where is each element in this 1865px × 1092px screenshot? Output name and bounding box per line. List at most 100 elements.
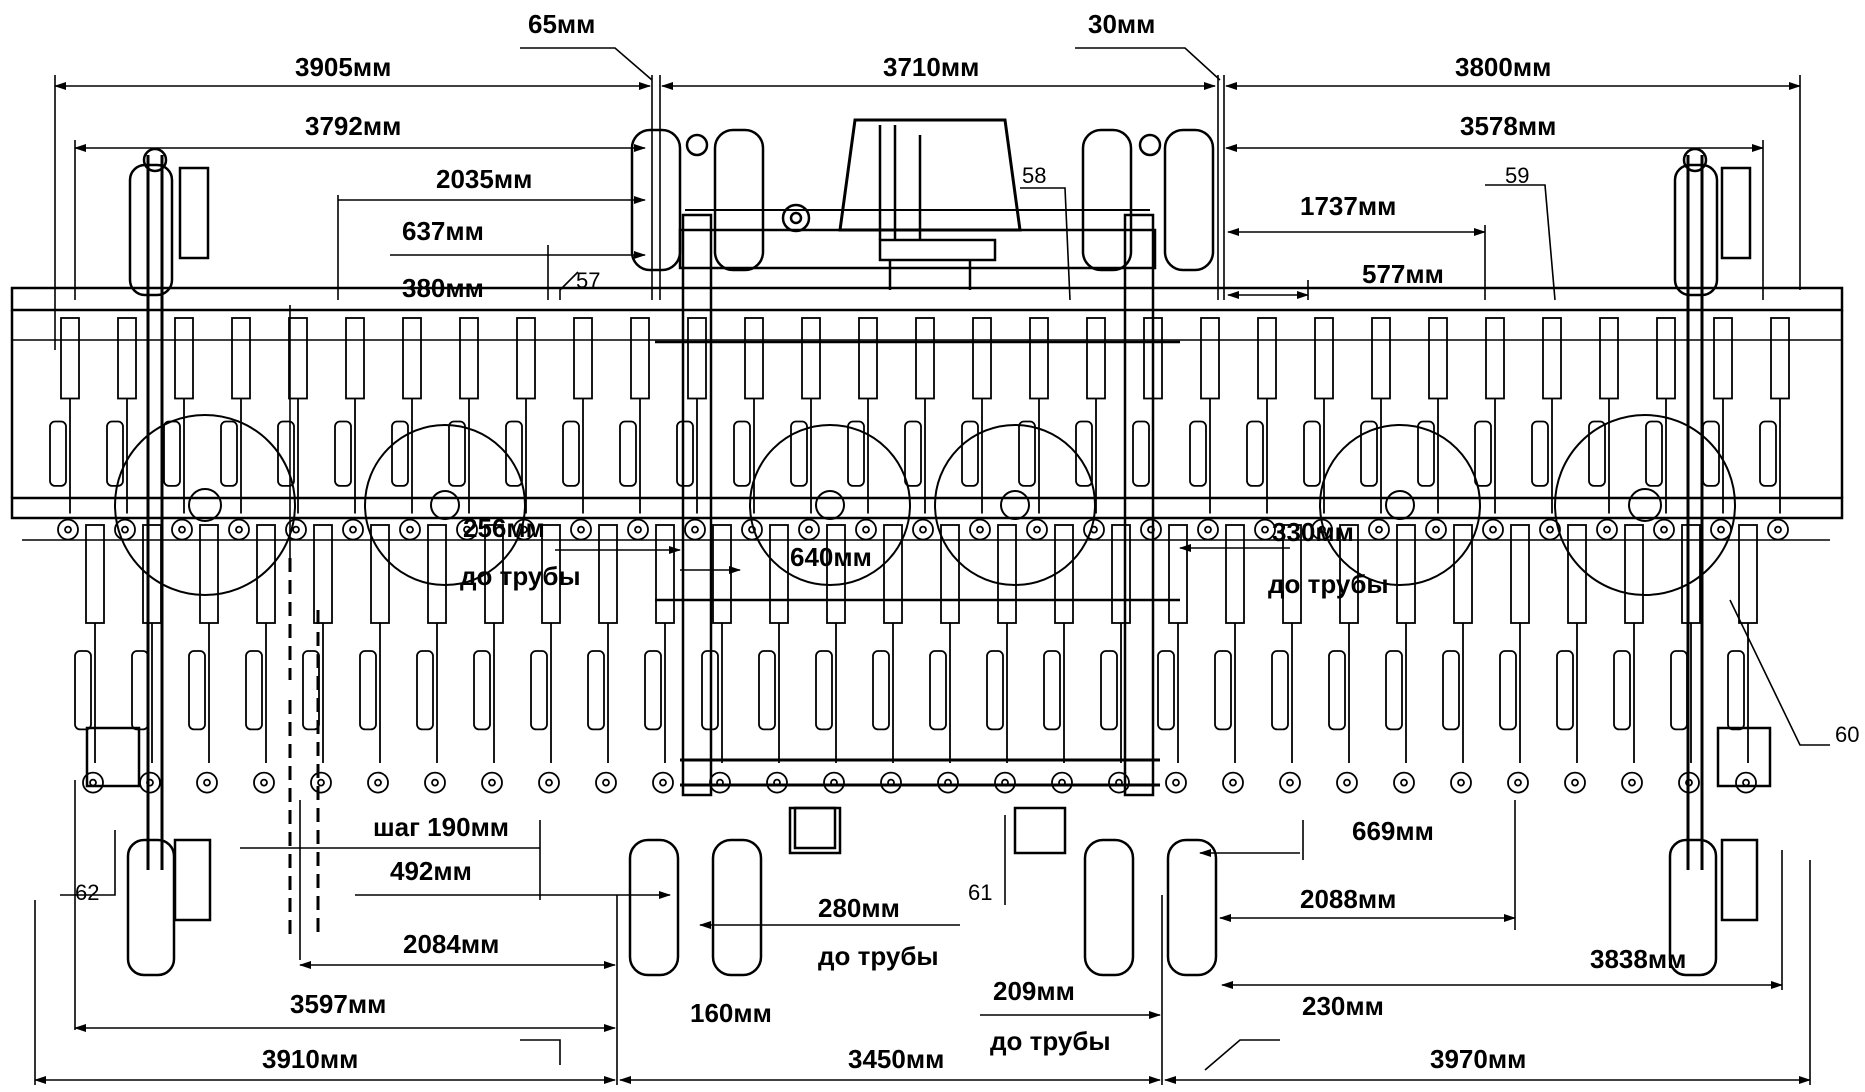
row-unit: [758, 524, 789, 794]
row-unit: [1271, 524, 1302, 794]
row-unit: [106, 317, 137, 541]
row-unit: [644, 524, 675, 794]
row-unit: [1043, 524, 1074, 794]
row-unit: [505, 317, 536, 541]
step-190mm: шаг 190мм: [373, 812, 509, 842]
row-unit: [733, 317, 764, 541]
transport-wheels-bottom: [628, 806, 1218, 977]
row-unit: [1417, 317, 1448, 541]
front-row-units: [49, 317, 1790, 541]
dim-330mm: 330мм: [1272, 517, 1354, 547]
callout-58: 58: [1022, 163, 1046, 188]
dim-3710mm: 3710мм: [883, 52, 979, 82]
callout-57: 57: [576, 268, 600, 293]
row-unit: [1360, 317, 1391, 541]
row-unit: [1499, 524, 1530, 794]
row-unit: [188, 524, 219, 794]
dim-3450mm: 3450мм: [848, 1044, 944, 1074]
dim-160mm: 160мм: [690, 998, 772, 1028]
row-unit: [448, 317, 479, 541]
dim-2035mm: 2035мм: [436, 164, 532, 194]
row-unit: [1474, 317, 1505, 541]
row-unit: [49, 317, 80, 541]
row-unit: [1075, 317, 1106, 541]
dim-1737mm: 1737мм: [1300, 191, 1396, 221]
dim-640mm: 640мм: [790, 542, 872, 572]
row-unit: [1702, 317, 1733, 541]
row-unit: [961, 317, 992, 541]
dim-492mm: 492мм: [390, 856, 472, 886]
row-unit: [74, 524, 105, 794]
dim-230mm: 230мм: [1302, 991, 1384, 1021]
row-unit: [1385, 524, 1416, 794]
dim-256mm: 256мм: [463, 513, 545, 543]
row-unit: [1246, 317, 1277, 541]
dim-3970mm: 3970мм: [1430, 1044, 1526, 1074]
row-unit: [277, 317, 308, 541]
dim-209mm: 209мм: [993, 976, 1075, 1006]
row-unit: [904, 317, 935, 541]
dim-3578mm: 3578мм: [1460, 111, 1556, 141]
row-unit: [1328, 524, 1359, 794]
row-unit: [676, 317, 707, 541]
to-pipe-label-1: до трубы: [460, 561, 581, 591]
row-unit: [131, 524, 162, 794]
row-unit: [1303, 317, 1334, 541]
row-unit: [847, 317, 878, 541]
row-unit: [220, 317, 251, 541]
to-pipe-label-3: до трубы: [818, 941, 939, 971]
row-unit: [1442, 524, 1473, 794]
row-unit: [986, 524, 1017, 794]
callout-62: 62: [75, 880, 99, 905]
rear-row-units: [74, 524, 1758, 794]
row-unit: [1531, 317, 1562, 541]
row-unit: [562, 317, 593, 541]
dim-669mm: 669мм: [1352, 816, 1434, 846]
row-unit: [872, 524, 903, 794]
dim-65mm: 65мм: [528, 9, 595, 39]
row-unit: [1100, 524, 1131, 794]
row-unit: [530, 524, 561, 794]
seeder-machine: [10, 118, 1844, 977]
row-unit: [1132, 317, 1163, 541]
row-unit: [1018, 317, 1049, 541]
row-unit: [1556, 524, 1587, 794]
row-unit: [1157, 524, 1188, 794]
row-unit: [1645, 317, 1676, 541]
dim-3597mm: 3597мм: [290, 989, 386, 1019]
to-pipe-label-2: до трубы: [1268, 569, 1389, 599]
harrow-stars: [114, 414, 1736, 596]
dim-3792mm: 3792мм: [305, 111, 401, 141]
row-unit: [163, 317, 194, 541]
row-unit: [334, 317, 365, 541]
dim-3910mm: 3910мм: [262, 1044, 358, 1074]
dim-2084mm: 2084мм: [403, 929, 499, 959]
transport-wheels-top: [630, 128, 1215, 272]
row-unit: [587, 524, 618, 794]
row-unit: [416, 524, 447, 794]
row-unit: [1214, 524, 1245, 794]
callout-61: 61: [968, 880, 992, 905]
row-unit: [245, 524, 276, 794]
callout-60: 60: [1835, 722, 1859, 747]
dim-280mm: 280мм: [818, 893, 900, 923]
to-pipe-label-4: до трубы: [990, 1026, 1111, 1056]
row-unit: [1613, 524, 1644, 794]
wing-wheels: [126, 147, 1759, 977]
row-unit: [619, 317, 650, 541]
dim-30mm: 30мм: [1088, 9, 1155, 39]
dim-2088mm: 2088мм: [1300, 884, 1396, 914]
dim-577mm: 577мм: [1362, 259, 1444, 289]
row-unit: [473, 524, 504, 794]
callout-59: 59: [1505, 163, 1529, 188]
row-unit: [391, 317, 422, 541]
dim-3800mm: 3800мм: [1455, 52, 1551, 82]
front-toolbar-beam: [10, 286, 1844, 312]
dim-3905mm: 3905мм: [295, 52, 391, 82]
row-unit: [1670, 524, 1701, 794]
row-unit: [1759, 317, 1790, 541]
row-unit: [701, 524, 732, 794]
row-unit: [1189, 317, 1220, 541]
row-unit: [815, 524, 846, 794]
